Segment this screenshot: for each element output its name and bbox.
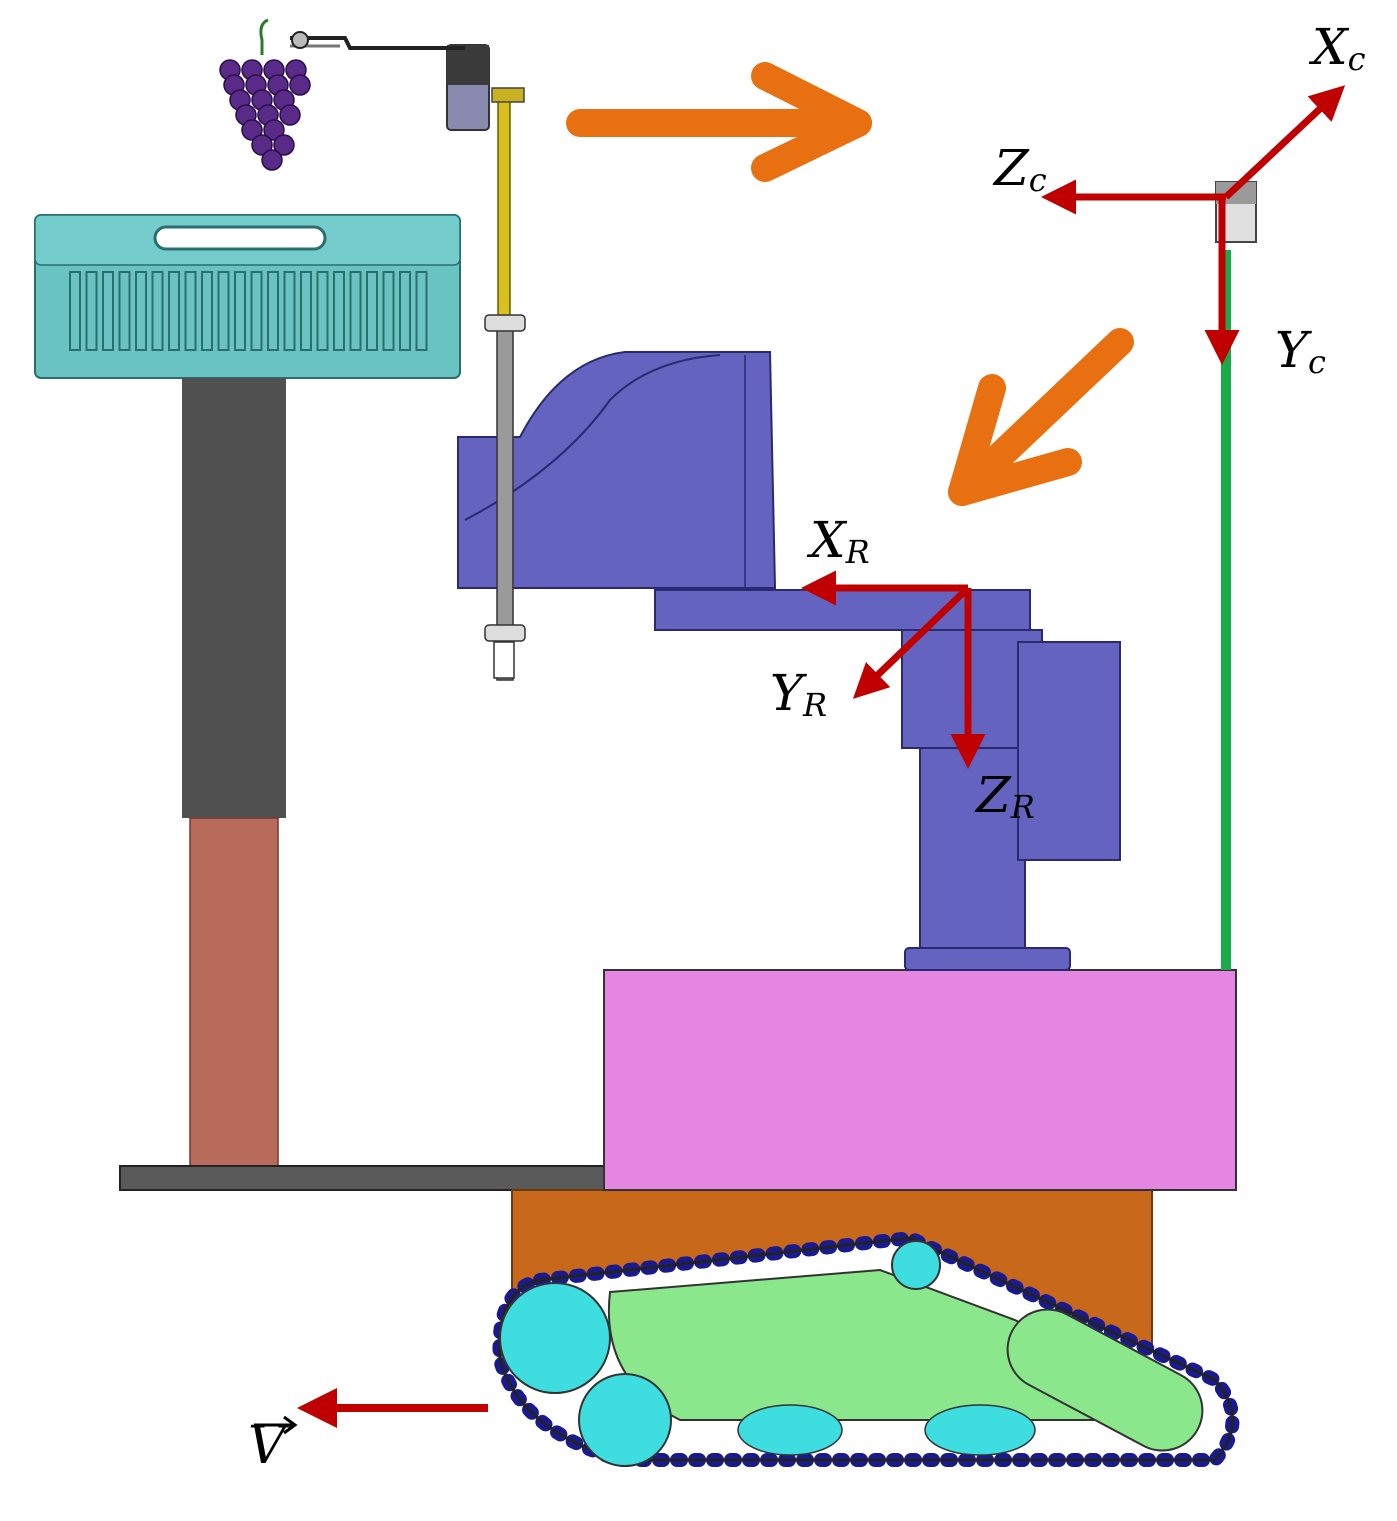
idler-wheel bbox=[891, 1240, 941, 1290]
platform-box bbox=[603, 969, 1237, 1191]
grape-cluster-icon bbox=[219, 18, 311, 171]
gripper-rod bbox=[497, 99, 511, 321]
storage-crate bbox=[34, 214, 461, 379]
robot-y-label: YR bbox=[770, 664, 828, 724]
grape-berry bbox=[263, 119, 285, 141]
grape-berry bbox=[241, 119, 263, 141]
scara-lower-arm bbox=[654, 589, 1031, 631]
robot-y-axis bbox=[852, 585, 971, 699]
road-wheel bbox=[578, 1373, 672, 1467]
velocity-label: V bbox=[248, 1416, 286, 1476]
scara-column bbox=[919, 744, 1026, 956]
crawler-track bbox=[492, 1230, 1240, 1467]
scara-column-flange bbox=[904, 947, 1071, 971]
grape-berry bbox=[289, 74, 311, 96]
drive-wheel bbox=[499, 1282, 611, 1394]
gripper-linkage bbox=[290, 36, 465, 50]
scara-motor-housing bbox=[1017, 641, 1121, 861]
camera-x-axis bbox=[1223, 85, 1346, 200]
support-roller-1 bbox=[737, 1404, 843, 1456]
robot-x-label: XR bbox=[810, 511, 870, 571]
grape-berry bbox=[279, 104, 301, 126]
motion-arrow-right bbox=[566, 62, 872, 182]
motion-arrow-down-left bbox=[948, 328, 1134, 506]
support-roller-2 bbox=[924, 1404, 1036, 1456]
support-pole-lower bbox=[189, 817, 279, 1171]
camera-x-label: Xc bbox=[1312, 18, 1366, 78]
track-tensioner bbox=[1006, 1308, 1204, 1452]
grape-berry bbox=[273, 134, 295, 156]
camera-y-label: Yc bbox=[1275, 321, 1326, 381]
scara-robot bbox=[457, 351, 1121, 971]
robot-z-label: ZR bbox=[976, 766, 1035, 826]
grape-berry bbox=[261, 149, 283, 171]
vector-arrow-icon bbox=[254, 1415, 298, 1435]
scara-upper-arm bbox=[457, 351, 777, 589]
grape-berry bbox=[251, 134, 273, 156]
robot-frame-axes bbox=[801, 570, 986, 769]
gripper-assembly bbox=[290, 31, 526, 681]
support-pole-upper bbox=[182, 378, 286, 818]
camera-z-label: Zc bbox=[994, 139, 1047, 199]
base-plate bbox=[119, 1165, 611, 1191]
camera-frame-axes bbox=[1041, 85, 1346, 365]
